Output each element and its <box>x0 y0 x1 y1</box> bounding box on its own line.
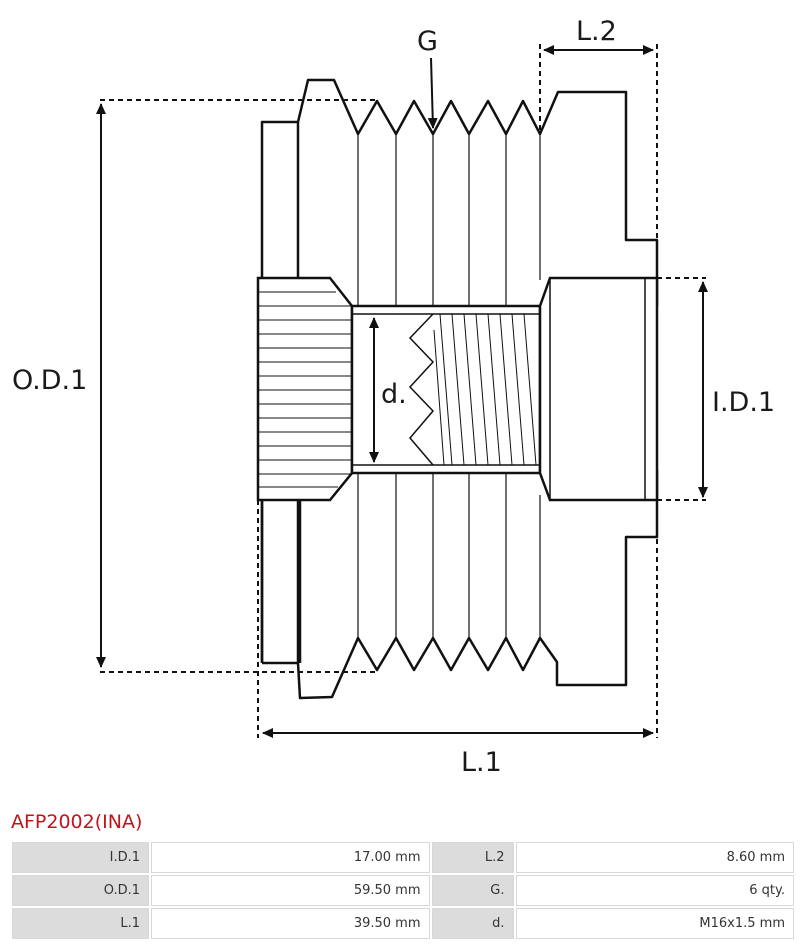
splined-hub <box>256 276 354 502</box>
table-row: O.D.1 59.50 mm G. 6 qty. <box>12 875 794 906</box>
spec-value: 39.50 mm <box>151 908 430 939</box>
g-leader-line <box>427 57 438 129</box>
id1-label: I.D.1 <box>712 387 775 418</box>
g-label: G <box>417 26 438 57</box>
spec-label: I.D.1 <box>12 842 149 873</box>
spec-label: L.1 <box>12 908 149 939</box>
spec-value: 17.00 mm <box>151 842 430 873</box>
pulley-technical-drawing: O.D.1 I.D.1 L.1 L.2 G d. <box>12 16 775 778</box>
table-row: I.D.1 17.00 mm L.2 8.60 mm <box>12 842 794 873</box>
right-hub <box>538 276 659 502</box>
table-row: L.1 39.50 mm d. M16x1.5 mm <box>12 908 794 939</box>
spec-value: M16x1.5 mm <box>515 908 794 939</box>
spec-label: d. <box>431 908 514 939</box>
spec-table: I.D.1 17.00 mm L.2 8.60 mm O.D.1 59.50 m… <box>10 840 796 941</box>
threaded-bore <box>350 304 542 475</box>
spec-label: G. <box>431 875 514 906</box>
spec-label: L.2 <box>431 842 514 873</box>
spec-value: 59.50 mm <box>151 875 430 906</box>
l1-label: L.1 <box>461 747 502 778</box>
l2-label: L.2 <box>576 16 617 47</box>
od1-label: O.D.1 <box>12 365 87 396</box>
spec-value: 6 qty. <box>515 875 794 906</box>
d-label: d. <box>381 379 407 410</box>
part-number-title: AFP2002(INA) <box>11 811 143 833</box>
spec-label: O.D.1 <box>12 875 149 906</box>
pulley-top-profile <box>260 78 659 663</box>
spec-value: 8.60 mm <box>515 842 794 873</box>
